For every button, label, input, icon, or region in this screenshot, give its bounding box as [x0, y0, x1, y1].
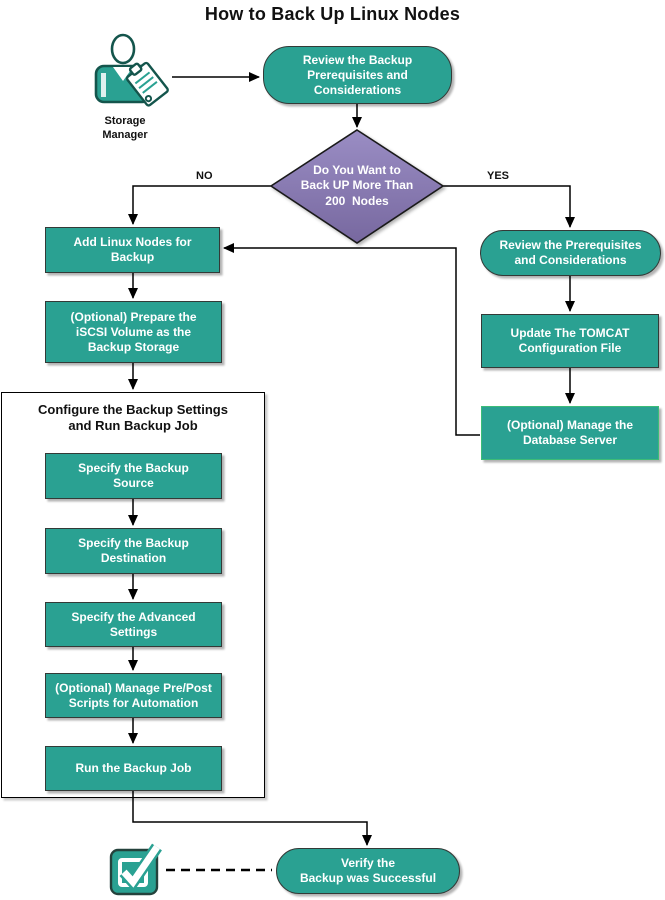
node-manage-prepost-scripts[interactable]: (Optional) Manage Pre/Post Scripts for A…	[45, 673, 222, 718]
edge-run-verify	[132, 791, 372, 846]
node-verify-backup[interactable]: Verify the Backup was Successful	[276, 848, 460, 894]
decision-diamond	[269, 129, 445, 244]
node-update-tomcat[interactable]: Update The TOMCAT Configuration File	[481, 314, 659, 368]
edge-yes-branch	[442, 185, 575, 228]
branch-label-yes: YES	[487, 170, 510, 182]
storage-manager-label: Storage Manager	[102, 115, 148, 141]
node-review-prerequisites[interactable]: Review the Prerequisites and Considerati…	[480, 230, 661, 276]
node-specify-backup-source[interactable]: Specify the Backup Source	[45, 453, 222, 499]
page-title: How to Back Up Linux Nodes	[204, 4, 461, 24]
node-review-backup-prerequisites[interactable]: Review the Backup Prerequisites and Cons…	[263, 46, 452, 104]
checkbox-icon	[109, 843, 162, 896]
storage-manager-icon	[94, 33, 169, 107]
node-manage-database-server[interactable]: (Optional) Manage the Database Server	[481, 406, 659, 460]
node-prepare-iscsi-volume[interactable]: (Optional) Prepare the iSCSI Volume as t…	[45, 301, 222, 363]
group-title: Configure the Backup Settings and Run Ba…	[38, 402, 228, 433]
node-specify-advanced-settings[interactable]: Specify the Advanced Settings	[45, 602, 222, 647]
node-add-linux-nodes[interactable]: Add Linux Nodes for Backup	[45, 227, 220, 273]
edge-no-branch	[128, 185, 273, 225]
decision-label: Do You Want to Back UP More Than 200 Nod…	[300, 162, 414, 208]
node-specify-backup-destination[interactable]: Specify the Backup Destination	[45, 528, 222, 574]
branch-label-no: NO	[196, 170, 213, 182]
node-run-backup-job[interactable]: Run the Backup Job	[45, 746, 222, 791]
